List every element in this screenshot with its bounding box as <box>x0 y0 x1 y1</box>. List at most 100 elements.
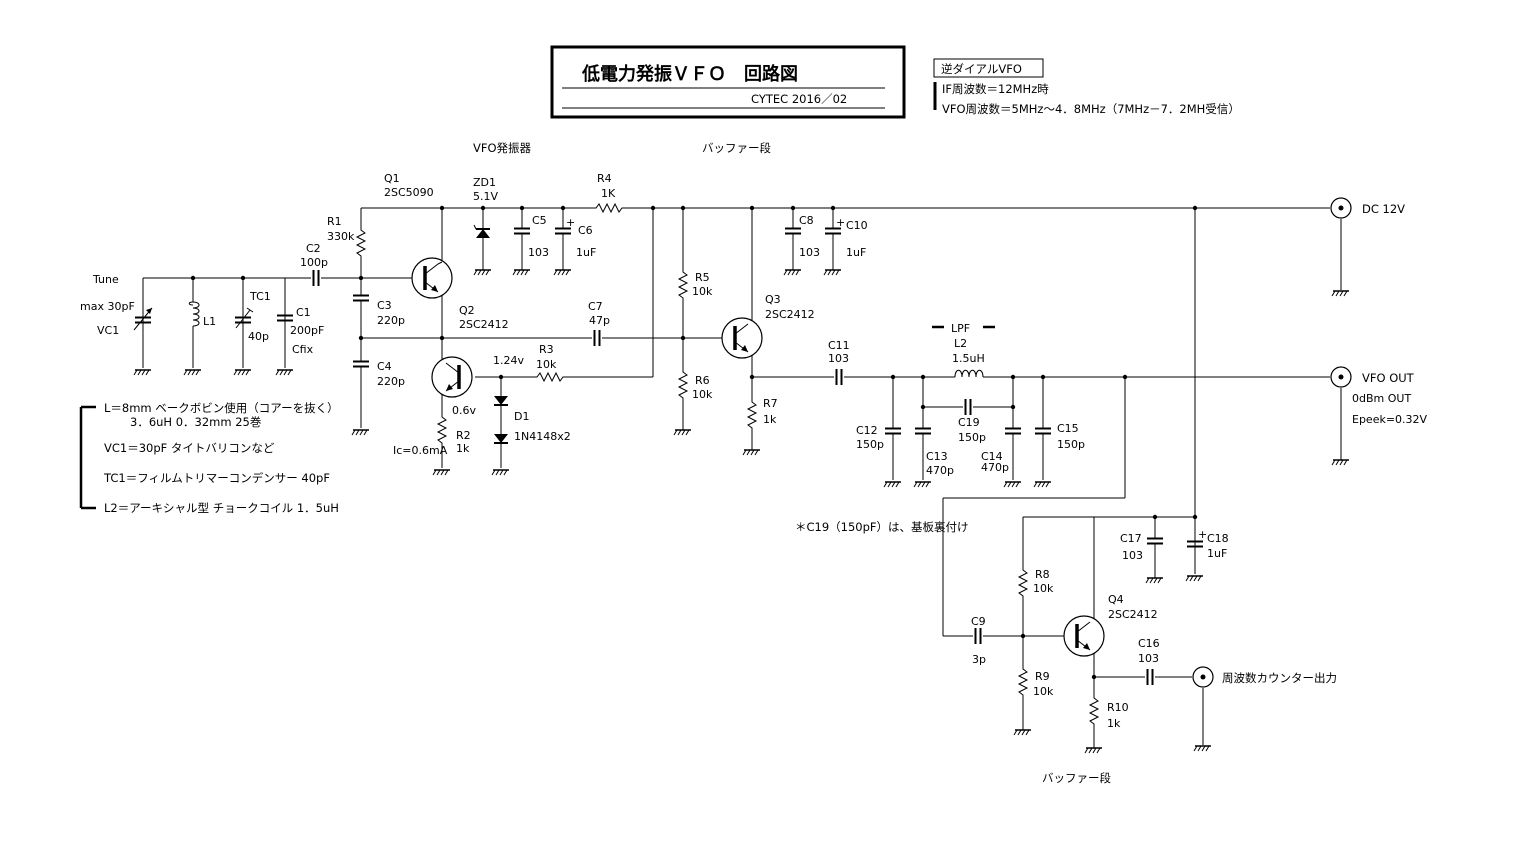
r4: R4 1K <box>591 172 627 213</box>
svg-text:220p: 220p <box>377 375 405 388</box>
vfo-out-label: VFO OUT <box>1362 371 1415 385</box>
svg-text:C5: C5 <box>532 214 547 227</box>
svg-text:C11: C11 <box>828 339 850 352</box>
info-block: 逆ダイアルVFO IF周波数＝12MHz時 VFO周波数＝5MHz～4．8MHz… <box>933 58 1240 116</box>
svg-text:103: 103 <box>528 246 549 259</box>
svg-text:1uF: 1uF <box>576 246 596 259</box>
title-block: 低電力発振ＶＦＯ 回路図 CYTEC 2016／02 <box>550 45 906 119</box>
svg-text:10k: 10k <box>692 388 713 401</box>
svg-text:100p: 100p <box>300 256 328 269</box>
svg-text:R4: R4 <box>597 172 612 185</box>
c16: C16 103 <box>1138 637 1160 686</box>
svg-text:10k: 10k <box>536 358 557 371</box>
q4: Q4 2SC2412 <box>1062 593 1158 658</box>
counter-jack: 周波数カウンター出力 <box>1192 666 1337 688</box>
svg-text:R3: R3 <box>539 343 554 356</box>
svg-text:1N4148x2: 1N4148x2 <box>514 430 571 443</box>
c8: C8 103 <box>784 214 820 259</box>
svg-text:1K: 1K <box>601 187 616 200</box>
note-3: VC1＝30pF タイトバリコンなど <box>104 441 275 455</box>
svg-text:2SC2412: 2SC2412 <box>459 318 509 331</box>
c17: C17 103 <box>1120 532 1164 562</box>
vfo-out-level: 0dBm OUT <box>1352 392 1411 405</box>
svg-text:Q2: Q2 <box>459 304 475 317</box>
l2: L2 1.5uH <box>952 337 985 378</box>
svg-text:103: 103 <box>799 246 820 259</box>
svg-text:200pF: 200pF <box>290 324 324 337</box>
svg-text:C10: C10 <box>846 219 868 232</box>
svg-text:C13: C13 <box>926 450 948 463</box>
c7: C7 47p <box>588 300 610 347</box>
q2: Q2 2SC2412 0.6v Ic=0.6mA <box>393 304 509 457</box>
svg-text:5.1V: 5.1V <box>473 190 498 203</box>
svg-text:Q3: Q3 <box>765 293 781 306</box>
svg-text:R10: R10 <box>1107 701 1129 714</box>
svg-text:R2: R2 <box>456 429 471 442</box>
info-tag: 逆ダイアルVFO <box>941 62 1022 76</box>
dc-jack: DC 12V <box>1330 197 1405 219</box>
r8: R8 10k <box>1018 565 1054 601</box>
r7: R7 1k <box>747 397 778 433</box>
svg-text:+: + <box>566 216 575 229</box>
svg-text:+: + <box>836 216 845 229</box>
svg-text:3p: 3p <box>972 653 986 666</box>
c19: C19 150p <box>958 398 986 444</box>
lpf: LPF <box>932 322 995 335</box>
svg-text:Q4: Q4 <box>1108 593 1124 606</box>
svg-text:330k: 330k <box>327 230 355 243</box>
svg-text:+: + <box>1198 528 1207 541</box>
svg-text:C8: C8 <box>799 214 814 227</box>
c6: + C6 1uF <box>554 216 596 259</box>
r10: R10 1k <box>1089 693 1129 730</box>
svg-text:40p: 40p <box>248 330 269 343</box>
section-buffer1: バッファー段 <box>702 141 771 155</box>
c11: C11 103 <box>828 339 850 386</box>
r6: R6 10k <box>678 367 713 403</box>
c10: + C10 1uF <box>824 216 868 259</box>
svg-text:470p: 470p <box>981 461 1009 474</box>
svg-text:C6: C6 <box>578 224 593 237</box>
svg-text:470p: 470p <box>926 464 954 477</box>
svg-text:R9: R9 <box>1035 670 1050 683</box>
svg-text:2SC5090: 2SC5090 <box>384 186 434 199</box>
note-5: L2＝アーキシャル型 チョークコイル 1．5uH <box>104 501 339 515</box>
svg-text:D1: D1 <box>514 410 529 423</box>
svg-text:2SC2412: 2SC2412 <box>1108 608 1158 621</box>
tc1: TC1 40p <box>234 290 271 343</box>
q3: Q3 2SC2412 <box>720 293 815 360</box>
zd1: ZD1 5.1V <box>473 176 498 238</box>
svg-text:1uF: 1uF <box>1207 547 1227 560</box>
info-line1: IF周波数＝12MHz時 <box>942 82 1049 96</box>
svg-text:0.6v: 0.6v <box>452 404 476 417</box>
svg-text:150p: 150p <box>856 438 884 451</box>
svg-text:150p: 150p <box>958 431 986 444</box>
vfo-out-peak: Epeek=0.32V <box>1352 413 1428 426</box>
notes-block: L＝8mm ベークボビン使用（コアーを抜く） 3．6uH 0．32mm 25巻 … <box>79 401 339 515</box>
svg-text:C3: C3 <box>377 299 392 312</box>
svg-text:103: 103 <box>828 352 849 365</box>
c5: C5 103 <box>513 214 549 259</box>
tune-label: Tune <box>92 273 119 286</box>
r9: R9 10k <box>1018 664 1054 700</box>
svg-text:TC1: TC1 <box>249 290 271 303</box>
c3: C3 220p <box>352 294 405 327</box>
svg-text:L1: L1 <box>203 315 216 328</box>
svg-text:VC1: VC1 <box>97 324 119 337</box>
c12: C12 150p <box>856 424 902 451</box>
svg-text:103: 103 <box>1138 652 1159 665</box>
svg-text:R8: R8 <box>1035 568 1050 581</box>
svg-text:C19: C19 <box>958 416 980 429</box>
r5: R5 10k <box>678 267 713 303</box>
svg-text:10k: 10k <box>1033 685 1054 698</box>
svg-text:2SC2412: 2SC2412 <box>765 308 815 321</box>
l1: L1 <box>186 301 216 328</box>
c14: C14 470p <box>981 427 1022 474</box>
svg-text:C9: C9 <box>971 615 986 628</box>
svg-text:1k: 1k <box>456 442 470 455</box>
svg-text:C15: C15 <box>1057 422 1079 435</box>
d1: D1 1N4148x2 <box>494 396 571 444</box>
svg-text:ZD1: ZD1 <box>473 176 496 189</box>
info-line2: VFO周波数＝5MHz～4．8MHz（7MHz－7．2MH受信） <box>942 102 1240 116</box>
svg-text:R7: R7 <box>763 397 778 410</box>
note-4: TC1＝フィルムトリマーコンデンサー 40pF <box>103 471 330 485</box>
